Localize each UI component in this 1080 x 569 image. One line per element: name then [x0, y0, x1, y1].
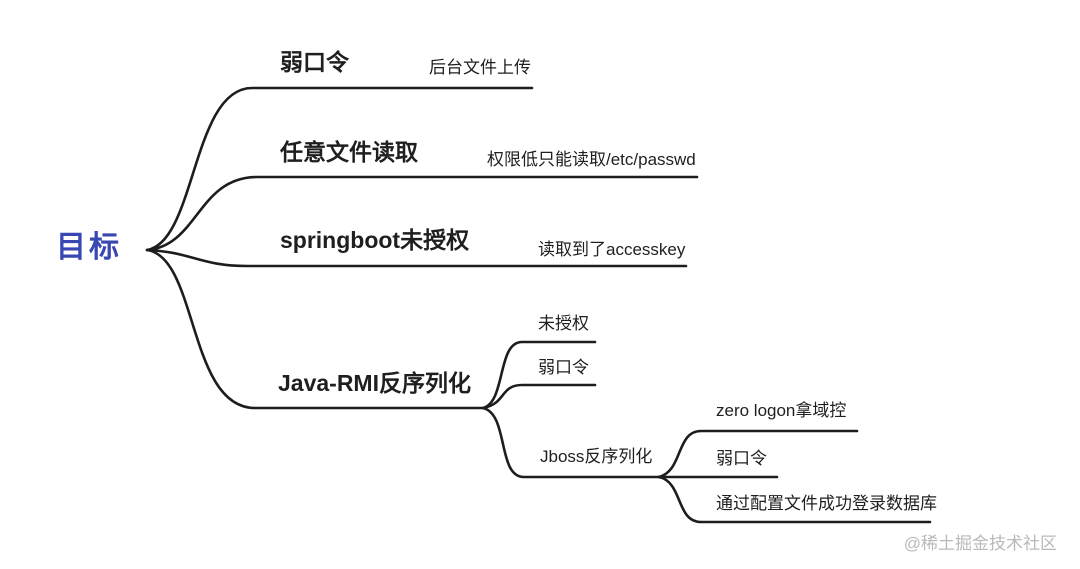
node-jboss-deserialization[interactable]: Jboss反序列化	[540, 447, 653, 466]
connector-rmi-unauthorized	[481, 340, 597, 410]
connector-root-weak-password	[145, 86, 534, 252]
connector-jboss-db-login	[657, 475, 932, 524]
node-weak-password[interactable]: 弱口令	[280, 49, 349, 75]
connector-rmi-weak-password	[481, 383, 597, 410]
node-zerologon[interactable]: zero logon拿域控	[716, 401, 847, 420]
connector-root-file-read	[145, 175, 699, 252]
node-springboot-unauthorized[interactable]: springboot未授权	[280, 227, 470, 253]
node-accesskey[interactable]: 读取到了accesskey	[538, 240, 686, 259]
node-jboss-weak-password[interactable]: 弱口令	[716, 449, 767, 468]
node-backend-file-upload[interactable]: 后台文件上传	[429, 58, 531, 77]
connector-root-java-rmi	[145, 248, 485, 410]
node-db-login[interactable]: 通过配置文件成功登录数据库	[716, 494, 937, 513]
node-rmi-weak-password[interactable]: 弱口令	[538, 358, 589, 377]
node-root[interactable]: 目标	[56, 231, 122, 264]
watermark: @稀土掘金技术社区	[903, 534, 1057, 553]
node-rmi-unauthorized[interactable]: 未授权	[538, 314, 589, 333]
node-java-rmi[interactable]: Java-RMI反序列化	[278, 370, 471, 396]
node-etc-passwd[interactable]: 权限低只能读取/etc/passwd	[487, 150, 696, 169]
connector-rmi-jboss	[481, 406, 661, 479]
connector-jboss-zerologon	[657, 429, 859, 479]
connector-root-springboot	[145, 248, 688, 268]
node-arbitrary-file-read[interactable]: 任意文件读取	[280, 139, 418, 165]
